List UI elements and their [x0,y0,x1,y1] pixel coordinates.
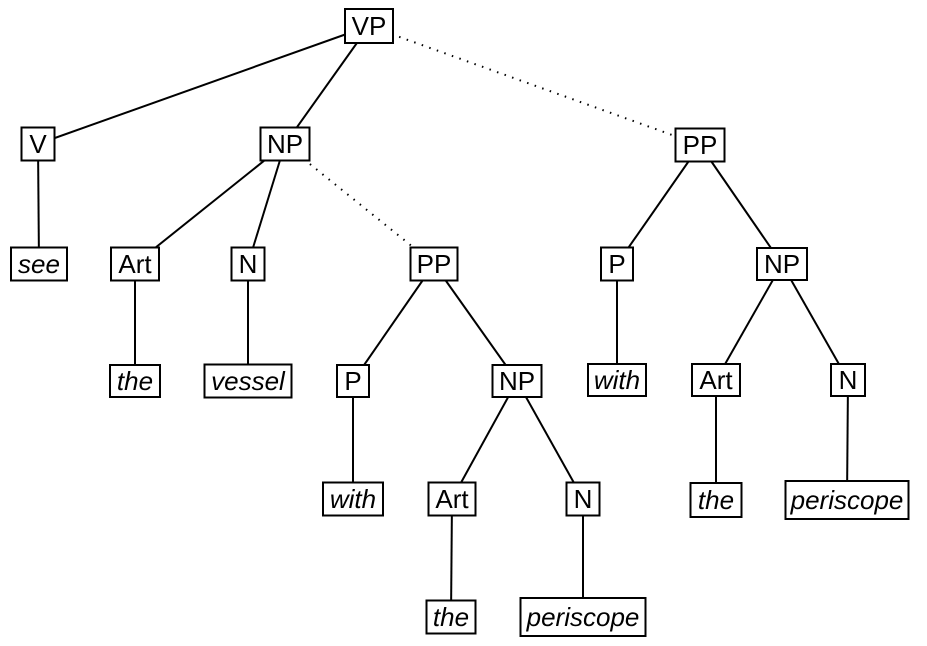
tree-node-p1: P [336,364,370,398]
node-box-with1 [322,481,384,517]
tree-edge-vp-v [37,25,370,145]
node-label-n1: N [239,249,258,279]
tree-edge-vp-np1 [284,25,370,145]
tree-edge-np3-art3 [715,263,783,381]
tree-node-art3: Art [691,363,741,397]
node-label-periscope2: periscope [790,485,904,515]
node-label-p2: P [608,249,625,279]
tree-edge-np1-art1 [134,143,286,265]
tree-node-the3: the [689,482,743,518]
tree-node-see: see [10,246,68,282]
tree-edge-np1-n1 [247,143,286,265]
node-label-with2: with [594,365,640,395]
tree-node-pp2: PP [674,127,726,163]
node-box-periscope2 [784,480,910,520]
tree-edge-np3-n3 [781,263,849,381]
node-label-the1: the [117,366,153,396]
node-box-p2 [600,246,634,282]
node-label-with1: with [330,484,376,514]
tree-edge-np2-n2 [516,380,584,500]
node-label-np1: NP [267,129,303,159]
tree-node-art1: Art [110,246,160,282]
tree-node-np3: NP [756,247,808,281]
node-box-pp1 [409,246,459,282]
tree-edge-pp1-np2 [433,263,518,382]
node-label-the3: the [698,485,734,515]
node-label-pp2: PP [683,130,718,160]
tree-node-pp1: PP [409,246,459,282]
tree-node-np1: NP [259,126,311,162]
node-label-np3: NP [764,249,800,279]
tree-node-n3: N [830,363,866,397]
tree-edge-np2-art2 [451,380,518,500]
node-box-the3 [689,482,743,518]
node-box-periscope1 [519,597,647,637]
node-box-see [10,246,68,282]
node-box-np3 [756,247,808,281]
node-label-n3: N [839,365,858,395]
node-label-vp: VP [352,11,387,41]
node-box-v [20,126,56,162]
tree-node-the1: the [109,364,161,398]
node-box-art2 [427,481,477,517]
node-label-art3: Art [699,365,733,395]
node-box-p1 [336,364,370,398]
tree-node-the2: the [425,599,477,635]
node-box-np1 [259,126,311,162]
tree-edge-pp1-p1 [352,263,435,382]
tree-node-with2: with [587,363,647,397]
node-box-vessel [203,363,293,399]
node-box-n2 [565,481,601,517]
tree-node-art2: Art [427,481,477,517]
tree-node-np2: NP [491,364,543,398]
node-label-see: see [18,249,60,279]
tree-edge-vp-pp2 [368,25,701,146]
node-label-p1: P [344,366,361,396]
node-box-with2 [587,363,647,397]
tree-node-n1: N [230,246,266,282]
node-label-art2: Art [435,484,469,514]
tree-node-n2: N [565,481,601,517]
node-box-n3 [830,363,866,397]
node-box-art1 [110,246,160,282]
tree-node-with1: with [322,481,384,517]
tree-node-v: V [20,126,56,162]
node-label-v: V [29,129,47,159]
node-box-vp [344,8,394,44]
node-label-periscope1: periscope [526,602,640,632]
node-label-vessel: vessel [211,366,286,396]
tree-edge-art2-the2 [450,498,453,618]
tree-node-periscope2: periscope [784,480,910,520]
tree-edge-pp2-np3 [699,144,783,265]
tree-node-vessel: vessel [203,363,293,399]
tree-node-p2: P [600,246,634,282]
node-label-the2: the [433,602,469,632]
node-box-the1 [109,364,161,398]
node-label-n2: N [574,484,593,514]
node-box-n1 [230,246,266,282]
tree-edge-np1-pp1 [284,143,435,265]
node-label-pp1: PP [417,249,452,279]
node-box-art3 [691,363,741,397]
tree-node-vp: VP [344,8,394,44]
node-label-art1: Art [118,249,152,279]
tree-node-periscope1: periscope [519,597,647,637]
tree-edge-v-see [37,143,40,265]
tree-edge-pp2-p2 [616,144,701,265]
node-box-np2 [491,364,543,398]
node-box-pp2 [674,127,726,163]
node-box-the2 [425,599,477,635]
node-label-np2: NP [499,366,535,396]
